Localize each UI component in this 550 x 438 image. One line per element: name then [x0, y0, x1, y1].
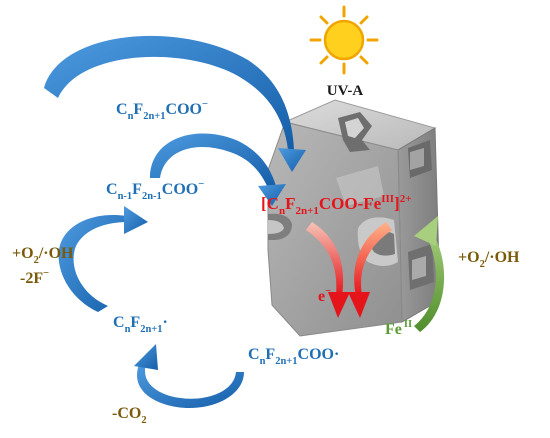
uv-a-label: UV-A [327, 83, 364, 99]
cube-catalyst-icon [267, 99, 441, 337]
arrow-radical-to-short-pfca [58, 206, 148, 312]
electron-transfer-arrows [306, 222, 392, 318]
pfca-top-label: CnF2n+1COO− [116, 99, 208, 122]
arrow-short-pfca-to-complex [150, 133, 286, 206]
sun-icon [309, 5, 379, 75]
arrow-pfca-to-complex [44, 35, 306, 172]
perfluoroalkyl-radical-label: CnF2n+1· [113, 314, 168, 335]
oxidant-left-label: +O2/·OH [12, 245, 74, 266]
arrow-decarboxylation [134, 344, 244, 409]
co2-loss-label: -CO2 [112, 405, 147, 426]
fe-regeneration-arrow [414, 216, 445, 332]
complex-label: [CnF2n+1COO-FeIII]2+ [261, 193, 411, 217]
carboxyl-radical-label: CnF2n+1COO· [248, 346, 339, 367]
oxidant-right-label: +O2/·OH [458, 249, 520, 270]
electron-label: e− [318, 286, 331, 305]
reaction-cycle-arrows [44, 35, 306, 409]
defluorination-label: -2F− [20, 268, 49, 287]
pfca-short-label: Cn-1F2n-1COO− [106, 179, 204, 202]
